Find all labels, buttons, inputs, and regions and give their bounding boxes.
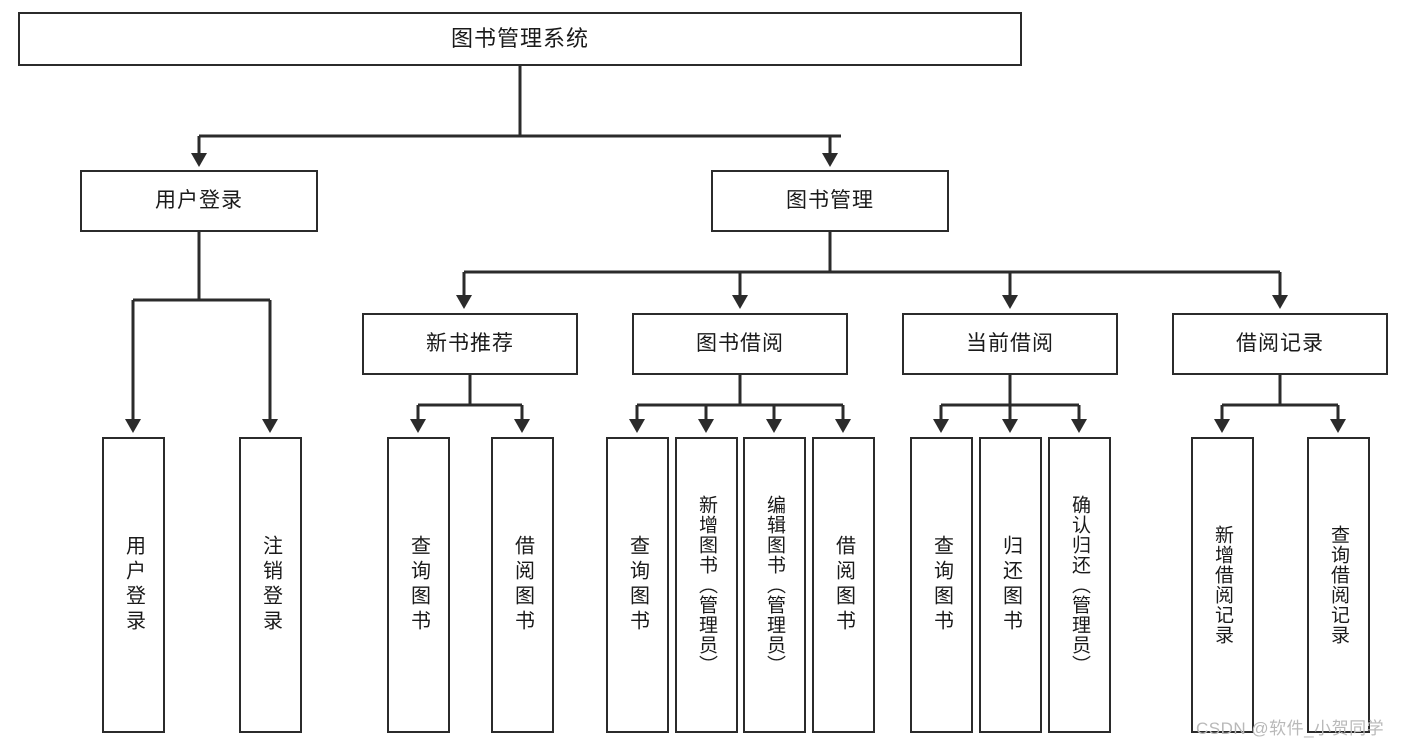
leaf-query-book-1[interactable]: 查询图书	[387, 437, 450, 733]
leaf-query-book-2[interactable]: 查询图书	[606, 437, 669, 733]
leaf-edit-book[interactable]: 编辑图书（管理员）	[743, 437, 806, 733]
leaf-user-logout[interactable]: 注销登录	[239, 437, 302, 733]
leaf-return-book[interactable]: 归还图书	[979, 437, 1042, 733]
node-user-login[interactable]: 用户登录	[80, 170, 318, 232]
csdn-watermark: CSDN @软件_小贺同学	[1196, 719, 1385, 738]
leaf-add-book[interactable]: 新增图书（管理员）	[675, 437, 738, 733]
leaf-confirm-return[interactable]: 确认归还（管理员）	[1048, 437, 1111, 733]
leaf-user-login[interactable]: 用户登录	[102, 437, 165, 733]
leaf-borrow-book-1[interactable]: 借阅图书	[491, 437, 554, 733]
node-book-borrow[interactable]: 图书借阅	[632, 313, 848, 375]
node-book-manage[interactable]: 图书管理	[711, 170, 949, 232]
node-root[interactable]: 图书管理系统	[18, 12, 1022, 66]
node-new-book-rec[interactable]: 新书推荐	[362, 313, 578, 375]
node-current-borrow[interactable]: 当前借阅	[902, 313, 1118, 375]
leaf-add-record[interactable]: 新增借阅记录	[1191, 437, 1254, 733]
leaf-query-record[interactable]: 查询借阅记录	[1307, 437, 1370, 733]
leaf-borrow-book-2[interactable]: 借阅图书	[812, 437, 875, 733]
node-borrow-record[interactable]: 借阅记录	[1172, 313, 1388, 375]
leaf-query-book-3[interactable]: 查询图书	[910, 437, 973, 733]
